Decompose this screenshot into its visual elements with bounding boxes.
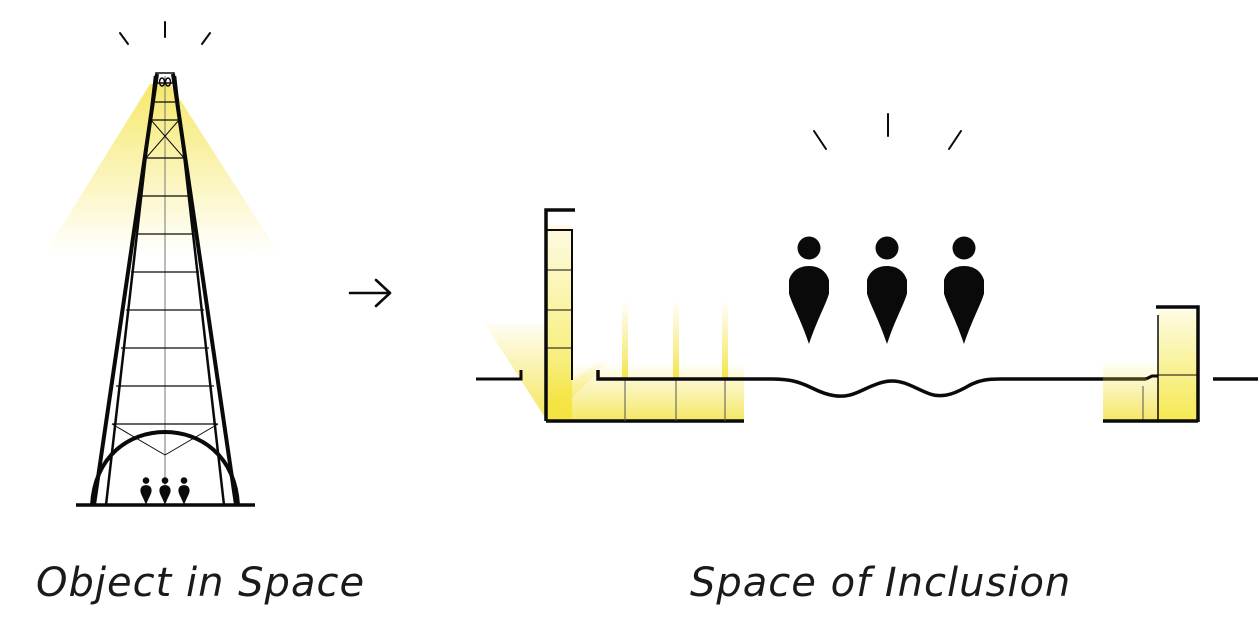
basement-glow [548, 362, 744, 422]
arrow-right-icon [348, 278, 392, 308]
person-icon [159, 477, 171, 505]
person-icon [178, 477, 190, 505]
caption-object-in-space: Object in Space [36, 560, 366, 606]
beacon-icon [155, 72, 175, 87]
radiance-marks-icon [813, 113, 962, 150]
right-shaft [1142, 305, 1200, 422]
tower-leg-right [171, 73, 238, 506]
space-of-inclusion-figure [476, 113, 1258, 423]
person-icon [867, 236, 907, 344]
light-beams [622, 300, 728, 380]
caption-space-of-inclusion: Space of Inclusion [690, 560, 1072, 606]
right-shaft-glow [1158, 310, 1198, 422]
left-light-funnel [484, 323, 548, 422]
left-shaft [544, 208, 575, 421]
ground-line-main [596, 370, 1146, 398]
person-icon [140, 477, 152, 505]
tower-bracing [111, 119, 219, 456]
tower-leg-left [92, 73, 159, 506]
basement-columns [624, 380, 726, 421]
beacon-light-cone [44, 84, 280, 255]
radiance-marks-icon [119, 21, 211, 45]
small-people-group [140, 477, 190, 505]
person-icon [789, 236, 829, 344]
object-in-space-figure [44, 21, 280, 507]
tower-rungs [112, 101, 218, 425]
people-group [789, 236, 984, 344]
right-pit-glow [1103, 360, 1159, 422]
person-icon [944, 236, 984, 344]
ground-line-left [476, 370, 523, 381]
tower-base-arch [90, 429, 240, 506]
